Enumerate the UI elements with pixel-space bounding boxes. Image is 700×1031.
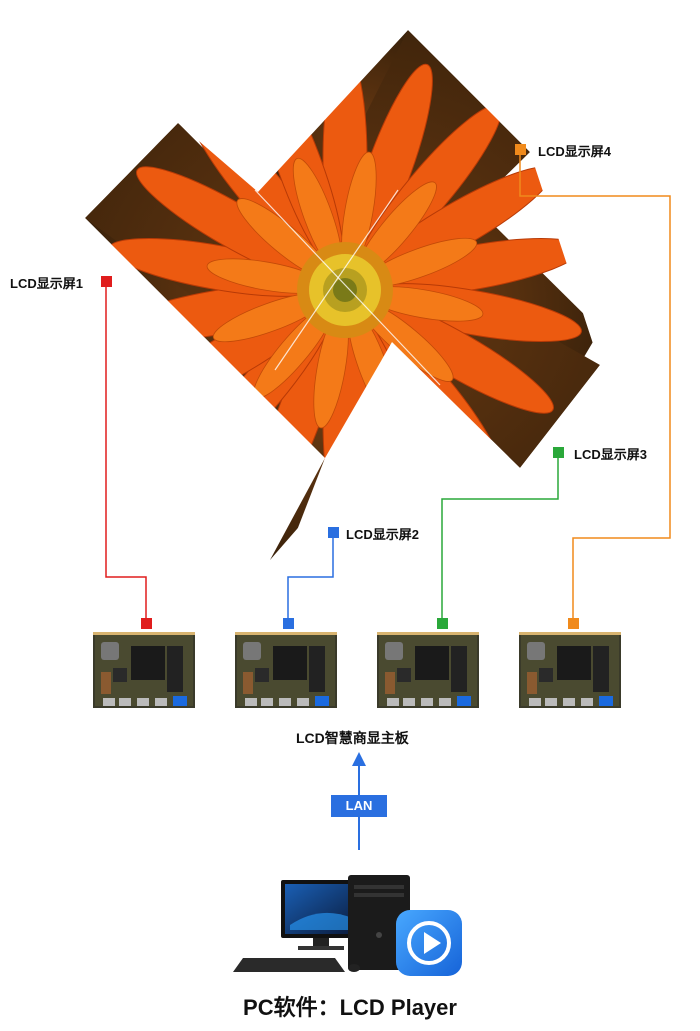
line-screen-1 [105, 282, 147, 620]
screen-4-marker [515, 144, 526, 155]
line-screen-4 [519, 150, 671, 620]
screen-3-marker [553, 447, 564, 458]
board-2-marker [283, 618, 294, 629]
screen-1-label: LCD显示屏1 [10, 276, 83, 291]
screen-2-label: LCD显示屏2 [346, 527, 419, 542]
board-3-marker [437, 618, 448, 629]
pc-caption: PC软件：LCD Player [243, 995, 457, 1020]
board-1-marker [141, 618, 152, 629]
board-4-marker [568, 618, 579, 629]
screen-2-marker [328, 527, 339, 538]
line-screen-3 [441, 454, 559, 620]
screen-3-label: LCD显示屏3 [574, 447, 647, 462]
player-app-icon [396, 910, 462, 976]
line-screen-2 [287, 533, 334, 620]
network-label: LAN [331, 795, 387, 817]
pc-icon [233, 875, 410, 972]
screen-4-label: LCD显示屏4 [538, 144, 611, 159]
flower-image [85, 30, 600, 560]
screen-1-marker [101, 276, 112, 287]
board-caption: LCD智慧商显主板 [296, 730, 409, 746]
